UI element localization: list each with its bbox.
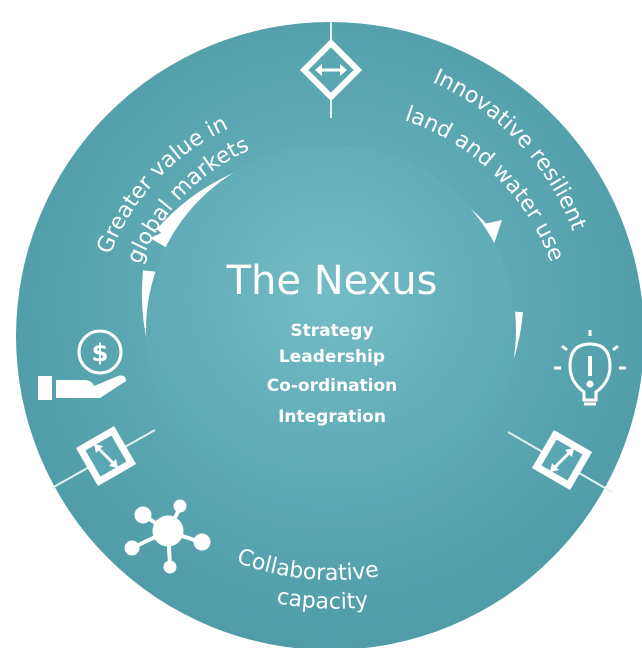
diamond-arrow-horizontal-icon	[299, 38, 363, 102]
svg-text:$: $	[92, 339, 109, 367]
pillar-integration: Integration	[278, 407, 386, 427]
pillar-coordination: Co-ordination	[267, 376, 398, 396]
svg-text:capacity: capacity	[275, 584, 369, 614]
segment-bottom-line2: capacity	[275, 584, 369, 614]
hand-coin-dollar-icon: $	[38, 329, 126, 400]
lightbulb-icon	[554, 330, 626, 406]
diamond-arrow-diagonal-left-icon	[75, 425, 137, 487]
pillar-leadership: Leadership	[279, 347, 385, 367]
inner-circle	[146, 145, 516, 515]
network-hub-icon	[124, 499, 211, 574]
center-title: The Nexus	[226, 258, 438, 304]
diamond-arrow-diagonal-right-icon	[531, 429, 593, 491]
pillar-strategy: Strategy	[290, 321, 373, 341]
